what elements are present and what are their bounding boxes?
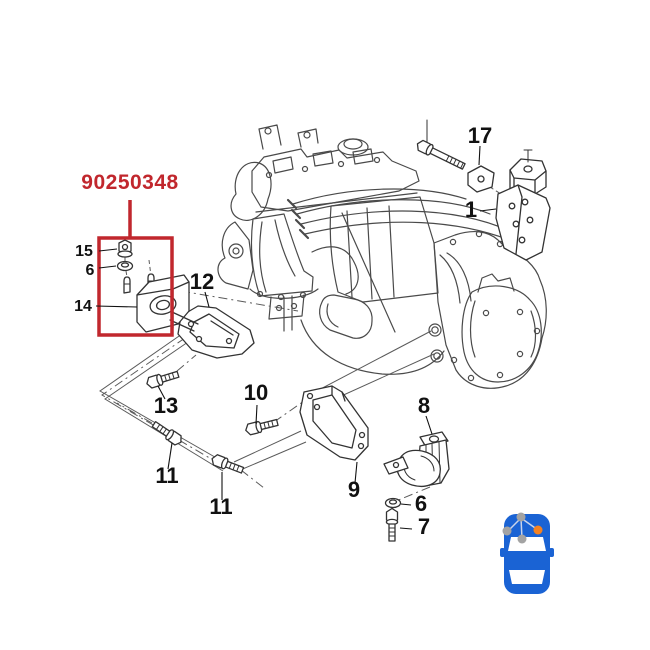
- callout-12[interactable]: 12: [190, 269, 214, 294]
- callout-leader-lines: [95, 145, 497, 530]
- part-13-bolt: [144, 368, 181, 390]
- part-8-transmission-mount: [383, 431, 450, 488]
- engine-transmission-drawing: [217, 124, 547, 389]
- callout-17[interactable]: 17: [468, 123, 492, 148]
- valve-cover-bumps: [272, 148, 374, 174]
- callout-6-upper[interactable]: 6: [86, 262, 95, 279]
- mount-location-dot-left: [502, 526, 512, 536]
- part-1-side-bracket: [495, 184, 551, 261]
- part-12-engine-bracket: [177, 305, 255, 359]
- engine-block: [329, 196, 439, 303]
- mount-location-dot-highlighted: [533, 525, 543, 535]
- part-6-washer-upper: [116, 260, 134, 272]
- callout-labels: 15 6 14 12 13 11 11 10 9 8 6 7 17 1: [74, 123, 492, 539]
- part-14-engine-mount: [123, 273, 199, 333]
- highlight-box[interactable]: [97, 236, 174, 337]
- car-position-indicator: [500, 512, 554, 594]
- mount-boss-upper: [431, 326, 439, 334]
- alignment-axis-lines: [116, 290, 431, 516]
- starter-motor: [319, 294, 373, 339]
- callout-14[interactable]: 14: [74, 298, 92, 315]
- part-10-bolt: [243, 416, 280, 437]
- mount-location-dot-center: [517, 534, 527, 544]
- part-15-nut: [117, 239, 133, 258]
- subframe-ghost-lines: [99, 330, 435, 472]
- highlight-annotation: 90250348: [81, 171, 178, 337]
- front-accessory: [217, 221, 254, 290]
- callout-9[interactable]: 9: [348, 477, 360, 502]
- part-11-bolt-center: [209, 452, 246, 477]
- callout-15[interactable]: 15: [75, 243, 93, 260]
- callout-1[interactable]: 1: [465, 197, 477, 222]
- callout-10[interactable]: 10: [244, 380, 268, 405]
- callout-8[interactable]: 8: [418, 393, 430, 418]
- part-17-retainer-plate: [467, 165, 495, 193]
- callout-11-left[interactable]: 11: [155, 463, 178, 488]
- callout-13[interactable]: 13: [154, 393, 178, 418]
- valve-cover: [251, 148, 420, 212]
- callout-11-center[interactable]: 11: [209, 494, 232, 519]
- parts-drawings: [116, 119, 551, 542]
- car-rear-window: [509, 570, 545, 584]
- car-mirror-left: [500, 548, 505, 557]
- part-6-washer-lower: [384, 497, 402, 509]
- part-9-transmission-bracket: [299, 385, 369, 461]
- mount-location-dot-top: [516, 512, 526, 522]
- highlighted-part-number[interactable]: 90250348: [81, 171, 178, 194]
- car-mirror-right: [549, 548, 554, 557]
- callout-6-lower[interactable]: 6: [415, 491, 427, 516]
- part-17-bolt: [414, 138, 467, 173]
- exhaust-manifold: [250, 213, 314, 297]
- callout-7[interactable]: 7: [418, 514, 430, 539]
- part-11-bolt-left: [150, 418, 185, 448]
- differential-cover: [461, 285, 542, 383]
- cylinder-head-end-cap: [230, 161, 272, 221]
- transmission-housing: [433, 230, 547, 389]
- car-windshield: [508, 537, 546, 551]
- dipstick-tube: [341, 212, 396, 333]
- mount-boss-lower: [433, 352, 441, 360]
- part-7-bolt: [385, 507, 399, 542]
